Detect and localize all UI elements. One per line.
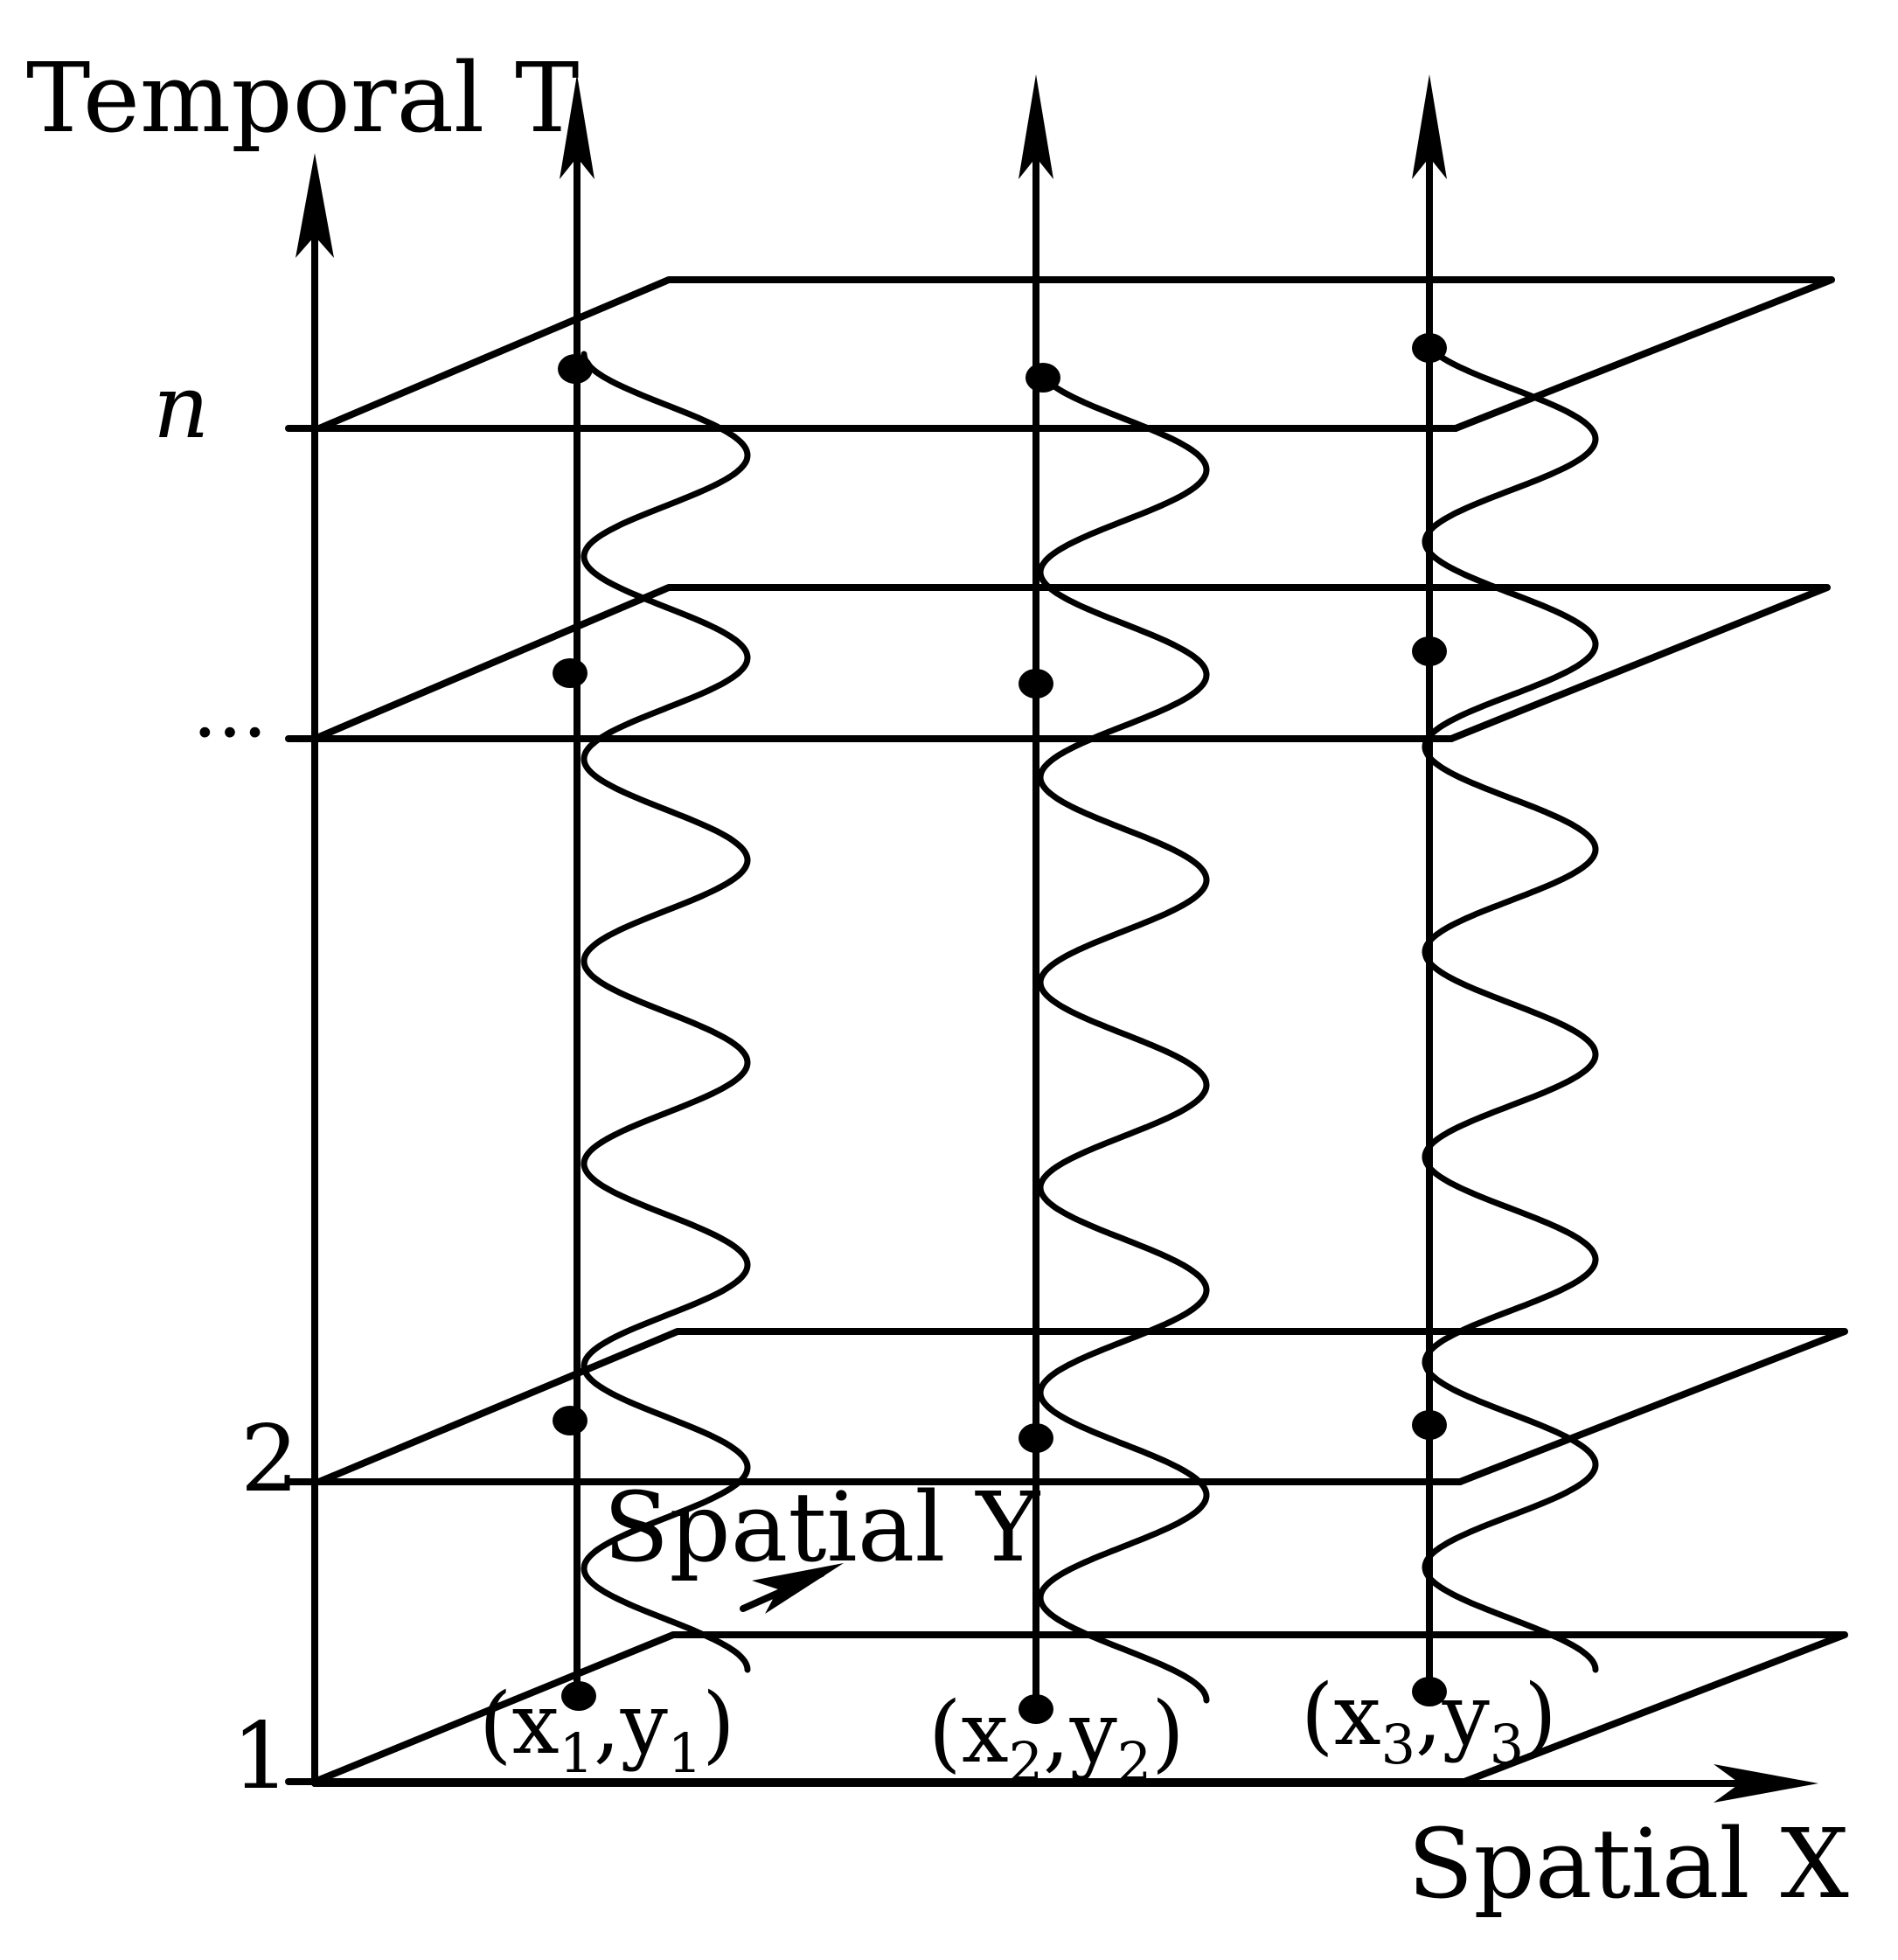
time-label-ellipsis: ... [192,664,268,755]
point-c2-tn [1025,363,1060,393]
time-label-n: n [153,356,209,458]
time-label-2: 2 [240,1406,299,1512]
point-c1-t2 [553,1406,587,1435]
spatial-y-axis [740,1563,844,1614]
point-c3-t1 [1412,1677,1447,1706]
plane-tn [285,276,1835,432]
point-c2-t2 [1019,1423,1053,1453]
coordinate-label-1: (x1,y1) [479,1675,735,1785]
point-c1-tn [558,354,593,384]
coordinate-label-2: (x2,y2) [928,1684,1185,1794]
temporal-axis-arrowhead [295,153,334,258]
coordinate-label-3: (x3,y3) [1301,1666,1557,1776]
plane-t1 [285,1631,1848,1785]
time-label-1: 1 [232,1703,290,1810]
point-c1-tellipsis [553,658,587,688]
plane-t-ellipsis [285,584,1831,742]
point-c2-t1 [1019,1694,1053,1724]
point-c3-tn [1412,333,1447,363]
point-c3-tellipsis [1412,636,1447,666]
spatial-x-axis-label: Spatial X [1408,1808,1849,1920]
plane-t2 [285,1328,1848,1485]
temporal-axis-label: Temporal T [26,42,580,154]
column-2 [1019,74,1053,1713]
spatial-y-axis-arrowhead [752,1563,844,1614]
point-c2-tellipsis [1019,669,1053,699]
point-c1-t1 [561,1681,596,1711]
temporal-axis [295,153,334,1787]
spatial-x-axis-arrowhead [1714,1764,1818,1803]
column-1 [560,74,594,1699]
time-series-curve-1 [581,351,751,1673]
point-c3-t2 [1412,1410,1447,1440]
observation-points [553,333,1447,1724]
spatial-y-axis-label: Spatial Y [603,1471,1040,1583]
time-series-curve-3 [1422,333,1599,1673]
time-series-curve-2 [1037,364,1210,1704]
column-1-arrowhead [560,74,594,179]
column-2-arrowhead [1019,74,1053,179]
column-3 [1412,74,1447,1695]
column-3-arrowhead [1412,74,1447,179]
